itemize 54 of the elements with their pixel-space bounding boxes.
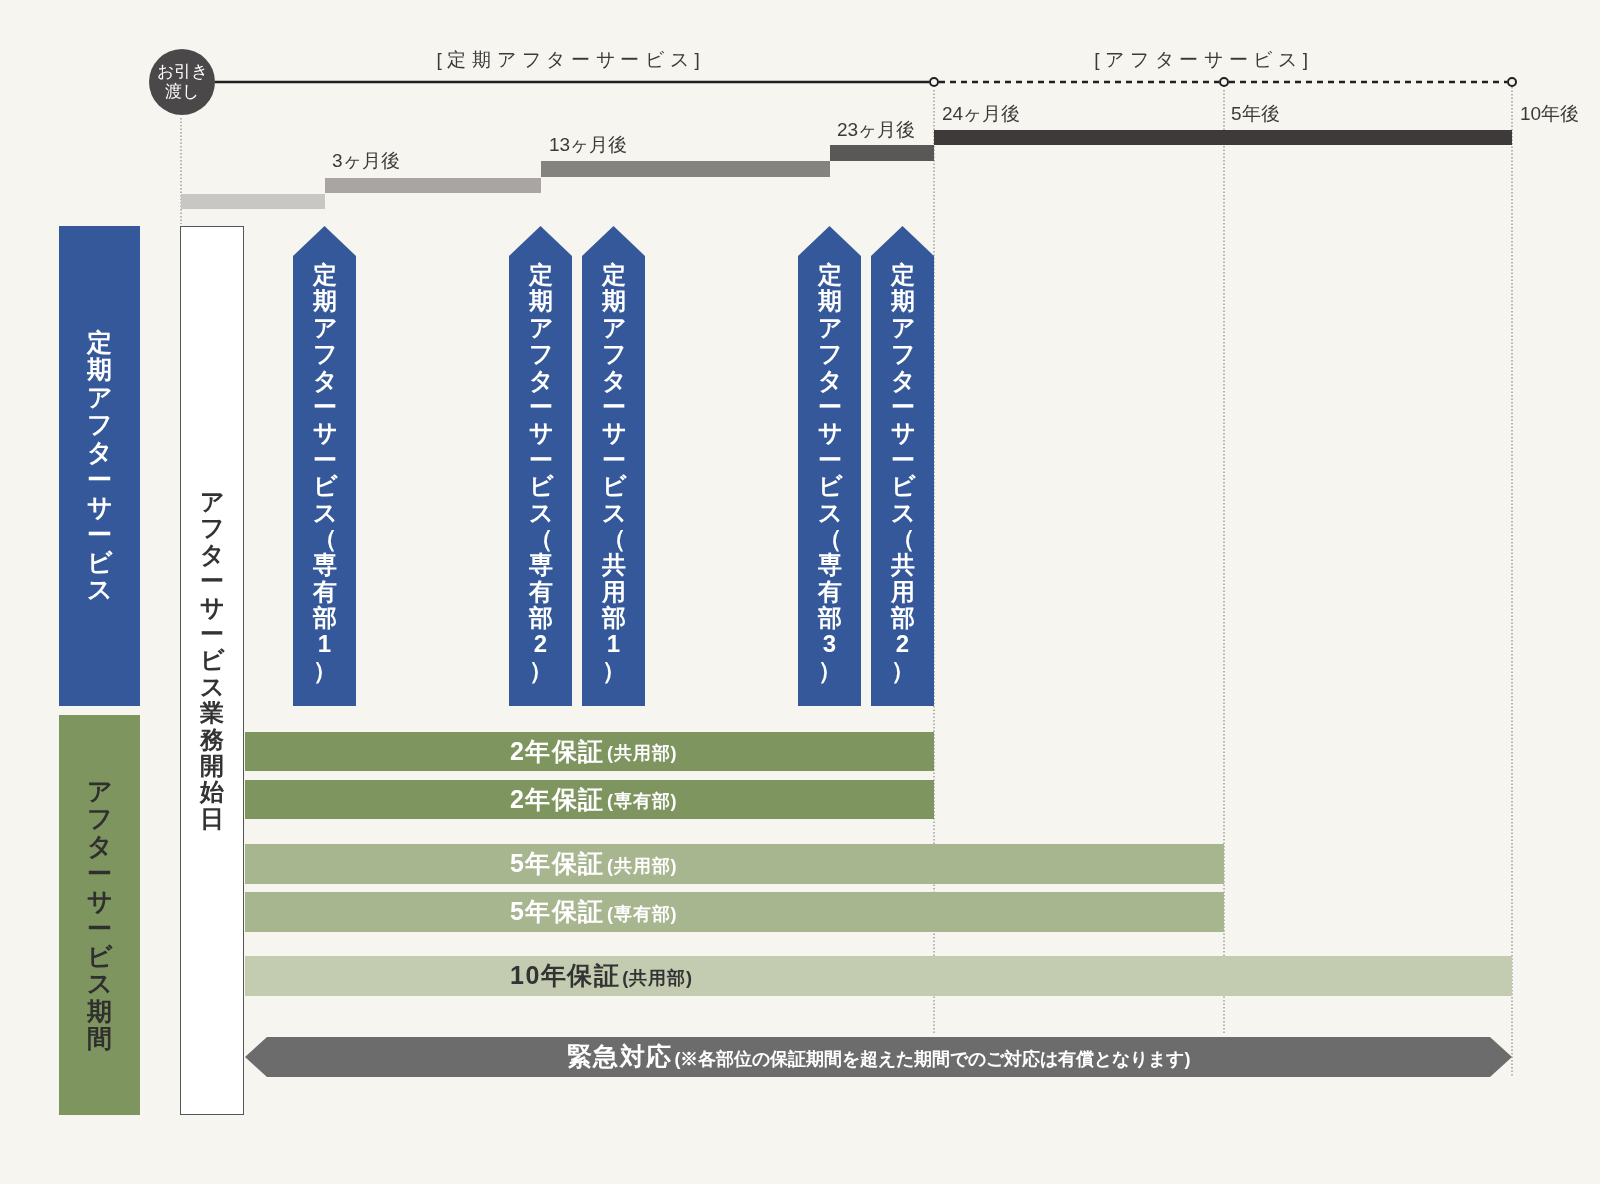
period-bar	[181, 194, 325, 209]
category-label: 定期アフターサービス	[87, 328, 112, 604]
time-label: 3ヶ月後	[332, 149, 400, 173]
period-bar	[541, 161, 830, 177]
handover-label: お引き渡し	[155, 62, 209, 102]
warranty-bar	[245, 732, 934, 771]
inspection-label: 定期アフターサービス（専有部1）	[312, 262, 337, 685]
period-heading: [定期アフターサービス]	[436, 48, 706, 72]
emergency-label: 緊急対応	[566, 1041, 673, 1073]
time-label: 10年後	[1520, 102, 1580, 126]
warranty-bar	[245, 780, 934, 819]
upward-arrow-banner	[582, 226, 645, 706]
upward-arrow-banner	[798, 226, 861, 706]
period-bar	[325, 178, 541, 193]
double-arrow-banner	[245, 1037, 1512, 1077]
warranty-bar	[245, 892, 1224, 932]
warranty-label: 10年保証	[510, 960, 621, 992]
start-date-box	[180, 226, 244, 1115]
inspection-label: 定期アフターサービス（専有部2）	[528, 262, 553, 685]
timeline-line	[215, 80, 929, 84]
timeline-line	[1229, 80, 1507, 84]
timeline-marker	[1219, 77, 1229, 87]
category-block	[59, 226, 140, 706]
category-label: アフターサービス期間	[87, 777, 112, 1053]
warranty-scope: (専有部)	[606, 902, 678, 926]
upward-arrow-banner	[509, 226, 572, 706]
timeline-line	[939, 80, 1219, 84]
warranty-scope: (共用部)	[606, 854, 678, 878]
warranty-label: 2年保証	[510, 735, 605, 767]
time-label: 24ヶ月後	[942, 102, 1021, 126]
time-label: 5年後	[1231, 102, 1280, 126]
time-label: 23ヶ月後	[837, 118, 916, 142]
warranty-label: 5年保証	[510, 896, 605, 928]
warranty-scope: (共用部)	[606, 742, 678, 765]
start-date-label: アフターサービス業務開始日	[200, 489, 224, 833]
warranty-label: 2年保証	[510, 783, 605, 815]
timeline-marker	[1507, 77, 1517, 87]
timeline-marker	[929, 77, 939, 87]
upward-arrow-banner	[871, 226, 934, 706]
period-heading: [アフターサービス]	[1094, 48, 1314, 72]
upward-arrow-banner	[293, 226, 356, 706]
period-bar	[830, 145, 934, 161]
inspection-label: 定期アフターサービス（共用部2）	[890, 262, 915, 685]
warranty-label: 5年保証	[510, 848, 605, 880]
inspection-label: 定期アフターサービス（専有部3）	[817, 262, 842, 685]
warranty-scope: (共用部)	[622, 966, 693, 990]
warranty-bar	[245, 956, 1512, 996]
time-label: 13ヶ月後	[549, 133, 628, 157]
inspection-label: 定期アフターサービス（共用部1）	[601, 262, 626, 685]
category-block	[59, 715, 140, 1115]
emergency-note: (※各部位の保証期間を超えた期間でのご対応は有償となります)	[674, 1047, 1191, 1071]
period-bar	[934, 130, 1512, 145]
warranty-bar	[245, 844, 1224, 884]
warranty-scope: (専有部)	[606, 790, 678, 813]
